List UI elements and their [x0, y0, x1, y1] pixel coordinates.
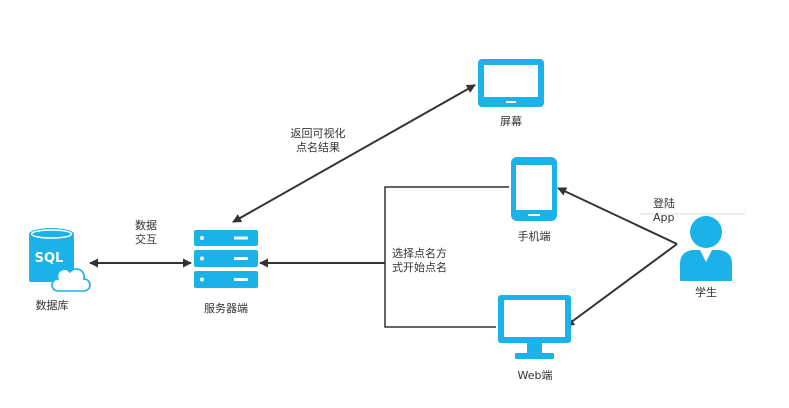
edge-label-student-clients-line2: App — [653, 211, 675, 224]
database-badge: SQL — [35, 251, 64, 266]
edge-label-db-server-line2: 交互 — [135, 233, 157, 246]
edge-label-server-screen-line1: 返回可视化 — [290, 127, 346, 140]
database-label: 数据库 — [35, 299, 69, 312]
edge-label-server-screen: 返回可视化 点名结果 — [278, 127, 358, 155]
edge-label-clients-server-line2: 式开始点名 — [392, 261, 447, 274]
server-label: 服务器端 — [204, 302, 248, 315]
edge-label-server-screen-line2: 点名结果 — [296, 141, 340, 154]
monitor-icon — [478, 59, 544, 107]
database-cloud-icon: SQL — [29, 228, 91, 292]
edge-label-clients-server-line1: 选择点名方 — [392, 247, 447, 260]
edge-label-db-server: 数据 交互 — [124, 219, 168, 247]
mobile-label: 手机端 — [517, 230, 551, 243]
edge-server-screen — [232, 84, 476, 223]
edge-label-student-clients: 登陆 App — [653, 197, 675, 225]
web-label: Web端 — [517, 369, 553, 382]
student-label: 学生 — [695, 286, 717, 299]
edge-student-mobile — [557, 187, 678, 245]
edge-clients-server — [384, 186, 509, 328]
edge-label-student-clients-line1: 登陆 — [653, 197, 675, 210]
screen-label: 屏幕 — [500, 115, 522, 128]
edge-label-db-server-line1: 数据 — [135, 219, 157, 232]
desktop-monitor-icon — [498, 295, 571, 359]
smartphone-icon — [511, 157, 557, 221]
edge-label-clients-server: 选择点名方 式开始点名 — [392, 247, 447, 275]
edge-student-web — [565, 243, 678, 327]
user-icon — [640, 213, 745, 281]
server-icon — [194, 230, 258, 288]
